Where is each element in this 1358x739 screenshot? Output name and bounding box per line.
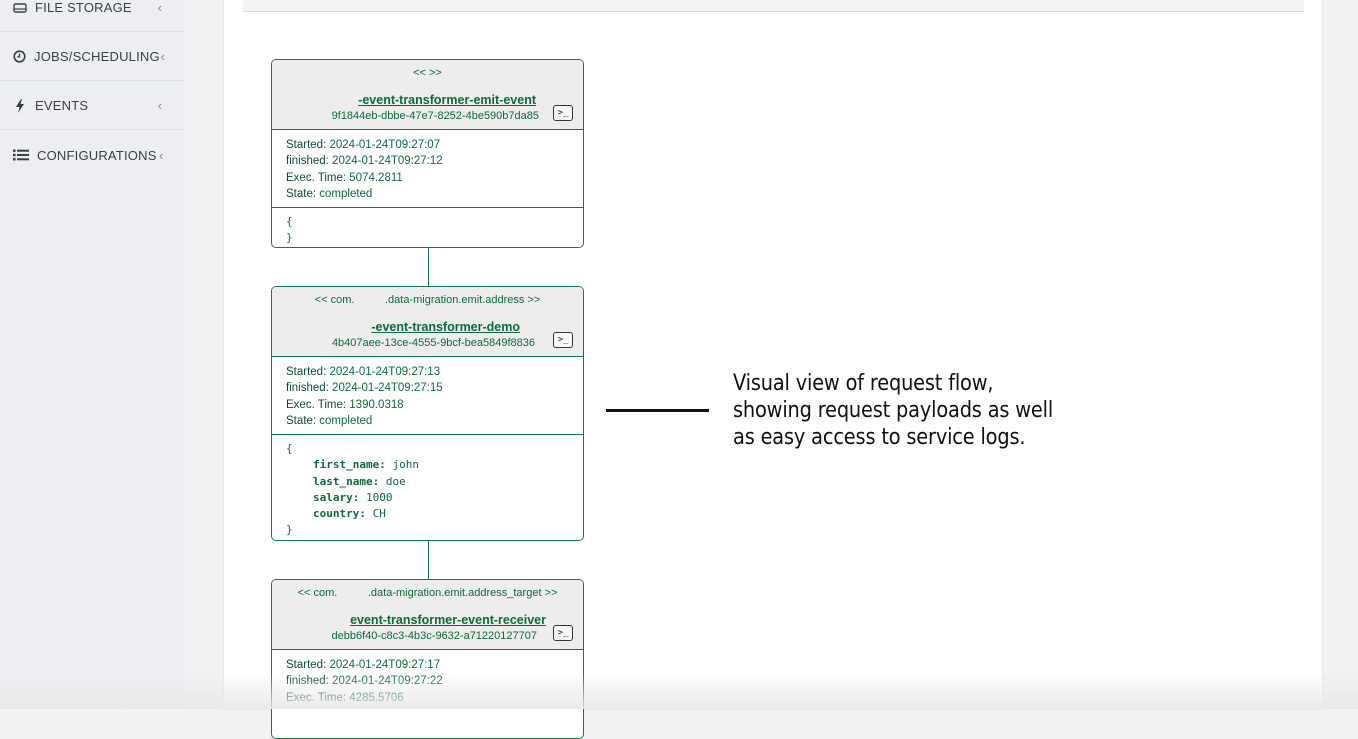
chevron-left-icon: ‹ (159, 147, 164, 163)
annotation-line: showing request payloads as well (733, 398, 1054, 423)
exec-time-row: Exec. Time: 5074.2811 (286, 171, 403, 184)
annotation-text: Visual view of request flow, showing req… (733, 370, 1103, 451)
payload-field: first_name: john (313, 458, 419, 472)
finished-value: 2024-01-24T09:27:15 (332, 382, 443, 395)
payload-field: salary: 1000 (313, 490, 393, 504)
payload-field: last_name: doe (313, 474, 406, 488)
flow-connector (428, 541, 429, 579)
flow-node-header: << com. .data-migration.emit.address >> … (272, 287, 583, 357)
terminal-logs-icon[interactable]: >_ (553, 625, 573, 641)
clock-icon (13, 50, 26, 64)
instance-id: 4b407aee-13ce-4555-9bcf-bea5849f8836 (331, 337, 535, 349)
lightning-icon (13, 98, 27, 113)
annotation-line: as easy access to service logs. (733, 425, 1026, 450)
chevron-left-icon: ‹ (157, 98, 163, 113)
table-footer-strip (243, 0, 1304, 12)
annotation-line: Visual view of request flow, (733, 371, 994, 396)
sidebar-item-configurations[interactable]: CONFIGURATIONS ‹ (0, 131, 184, 179)
payload-brace: } (286, 231, 293, 245)
event-type-label: << >> (413, 67, 442, 79)
instance-id: 9f1844eb-dbbe-47e7-8252-4be590b7da85 (331, 110, 539, 122)
sidebar-item-label: CONFIGURATIONS (37, 147, 157, 163)
exec-time-value: 4285.5706 (349, 691, 404, 704)
sidebar: FILE STORAGE ‹ JOBS/SCHEDULING ‹ EVENTS … (0, 0, 184, 709)
started-row: Started: 2024-01-24T09:27:17 (286, 659, 441, 671)
terminal-logs-icon[interactable]: >_ (553, 332, 573, 348)
hard-drive-icon (13, 1, 27, 15)
payload-field: country: CH (313, 507, 386, 520)
flow-connector (428, 248, 429, 286)
payload-brace: } (286, 523, 293, 537)
started-row: Started: 2024-01-24T09:27:13 (286, 366, 441, 378)
finished-value: 2024-01-24T09:27:12 (332, 155, 443, 168)
state-row: State: completed (286, 187, 373, 200)
service-name-link[interactable]: -event-transformer-demo (371, 320, 520, 334)
flow-node-info: Started: 2024-01-24T09:27:07 finished: 2… (272, 130, 583, 209)
terminal-logs-icon[interactable]: >_ (553, 105, 573, 121)
flow-node-header: << >> -event-transformer-emit-event 9f18… (272, 60, 583, 130)
event-type-label: << com. .data-migration.emit.address >> (314, 294, 541, 306)
finished-value: 2024-01-24T09:27:22 (332, 675, 443, 688)
instance-id: debb6f40-c8c3-4b3c-9632-a71220127707 (331, 630, 537, 642)
started-row: Started: 2024-01-24T09:27:07 (286, 139, 441, 151)
exec-time-row: Exec. Time: 1390.0318 (286, 398, 404, 411)
service-name-link[interactable]: event-transformer-event-receiver (350, 613, 546, 627)
exec-time-value: 5074.2811 (349, 171, 403, 184)
flow-node: << >> -event-transformer-emit-event 9f18… (271, 59, 584, 248)
annotation-pointer-line (606, 409, 709, 412)
payload-brace: { (286, 442, 293, 456)
flow-node-info: Started: 2024-01-24T09:27:17 finished: 2… (272, 650, 583, 711)
sidebar-item-label: FILE STORAGE (35, 0, 132, 15)
finished-row: finished: 2024-01-24T09:27:15 (286, 382, 443, 395)
chevron-left-icon: ‹ (157, 0, 163, 15)
started-value: 2024-01-24T09:27:17 (329, 659, 441, 671)
payload-block: { first_name: john last_name: doe salary… (272, 435, 583, 540)
sidebar-item-jobs-scheduling[interactable]: JOBS/SCHEDULING ‹ (0, 33, 184, 81)
flow-node-info: Started: 2024-01-24T09:27:13 finished: 2… (272, 357, 583, 436)
exec-time-value: 1390.0318 (349, 398, 404, 411)
event-type-label: << com. .data-migration.emit.address_tar… (297, 587, 558, 599)
chevron-left-icon: ‹ (160, 49, 166, 64)
state-value: completed (319, 414, 373, 427)
exec-time-row: Exec. Time: 4285.5706 (286, 691, 404, 704)
started-value: 2024-01-24T09:27:13 (329, 366, 441, 378)
flow-node: << com. .data-migration.emit.address >> … (271, 286, 584, 541)
sidebar-item-label: JOBS/SCHEDULING (34, 49, 160, 64)
flow-node-header: << com. .data-migration.emit.address_tar… (272, 580, 583, 650)
finished-row: finished: 2024-01-24T09:27:12 (286, 155, 443, 168)
started-value: 2024-01-24T09:27:07 (329, 139, 441, 151)
sidebar-item-label: EVENTS (35, 98, 89, 113)
payload-brace: { (286, 215, 293, 229)
state-row: State: completed (286, 414, 373, 427)
finished-row: finished: 2024-01-24T09:27:22 (286, 675, 443, 688)
state-value: completed (319, 187, 373, 200)
flow-node: << com. .data-migration.emit.address_tar… (271, 579, 584, 739)
list-icon (13, 148, 29, 162)
sidebar-item-file-storage[interactable]: FILE STORAGE ‹ (0, 0, 184, 32)
service-name-link[interactable]: -event-transformer-emit-event (358, 93, 536, 107)
payload-block: { } (272, 208, 583, 247)
sidebar-item-events[interactable]: EVENTS ‹ (0, 82, 184, 130)
